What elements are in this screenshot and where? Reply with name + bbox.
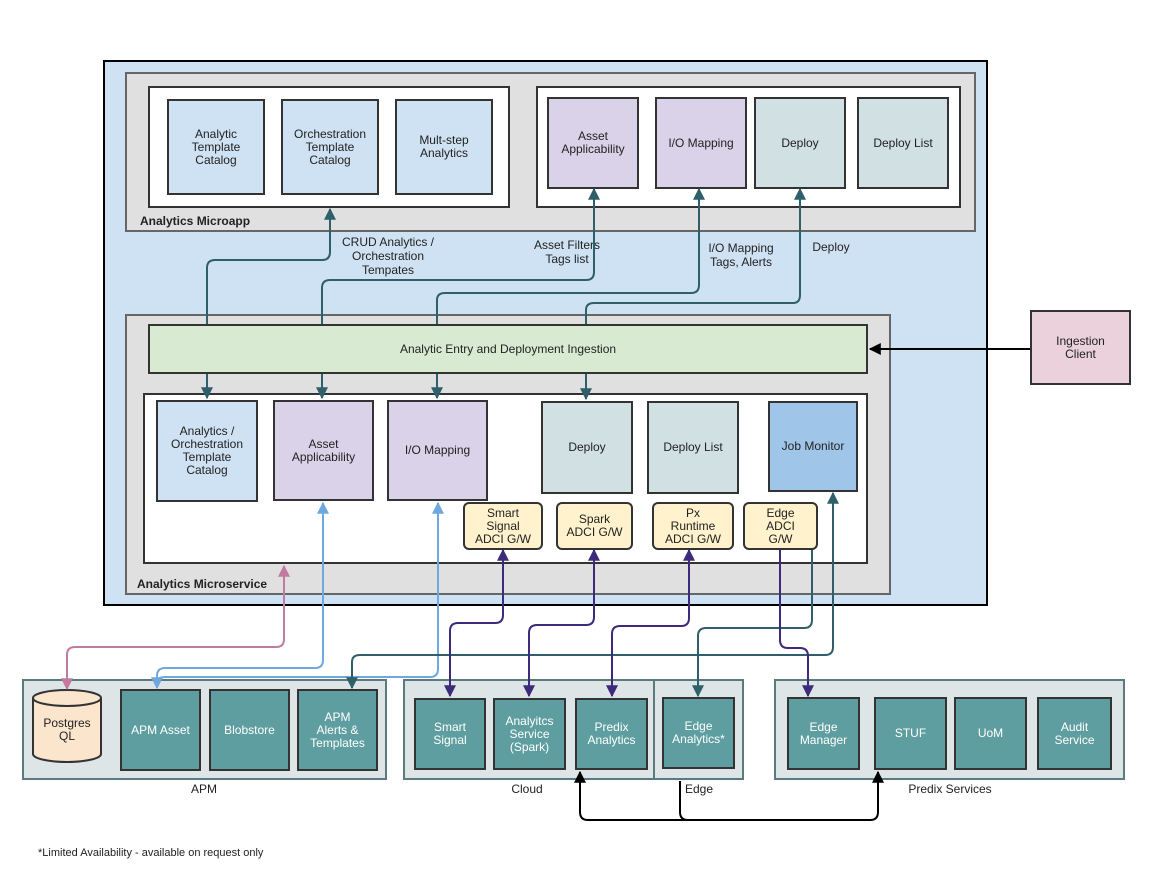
- predix-analytics[interactable]: Predix Analytics: [575, 698, 648, 770]
- predix-services-label: Predix Services: [908, 782, 992, 796]
- asset-filters-flow-label: Asset Filters Tags list: [533, 238, 600, 266]
- analytics-service-spark[interactable]: Analyitcs Service (Spark): [493, 698, 566, 770]
- px-runtime-gateway[interactable]: Px Runtime ADCI G/W: [652, 502, 734, 550]
- ms-job-monitor[interactable]: Job Monitor: [768, 401, 858, 492]
- blobstore[interactable]: Blobstore: [209, 689, 290, 771]
- io-mapping-flow-label: I/O Mapping Tags, Alerts: [708, 241, 774, 269]
- smart-signal[interactable]: Smart Signal: [414, 698, 486, 770]
- multi-step-analytics[interactable]: Mult-step Analytics: [395, 99, 493, 195]
- footnote: *Limited Availability - available on req…: [38, 847, 264, 859]
- edge-manager[interactable]: Edge Manager: [787, 697, 860, 770]
- microapp-io-mapping[interactable]: I/O Mapping: [655, 97, 747, 189]
- ms-io-mapping[interactable]: I/O Mapping: [387, 400, 488, 501]
- smart-signal-gateway[interactable]: Smart Signal ADCI G/W: [463, 502, 543, 550]
- microapp-deploy[interactable]: Deploy: [754, 97, 846, 189]
- microapp-label: Analytics Microapp: [140, 214, 251, 228]
- microapp-deploy-list[interactable]: Deploy List: [857, 97, 949, 189]
- spark-gateway[interactable]: Spark ADCI G/W: [556, 502, 633, 550]
- analytic-template-catalog[interactable]: Analytic Template Catalog: [167, 99, 265, 195]
- audit-service[interactable]: Audit Service: [1037, 697, 1112, 770]
- apm-label: APM: [190, 782, 217, 796]
- microservice-label: Analytics Microservice: [137, 577, 268, 591]
- postgres-db[interactable]: Postgres QL: [43, 716, 91, 743]
- edge-label: Edge: [684, 782, 714, 796]
- uom[interactable]: UoM: [954, 697, 1027, 770]
- apm-alerts-templates[interactable]: APM Alerts & Templates: [297, 689, 378, 771]
- ms-analytics-orchestration-catalog[interactable]: Analytics / Orchestration Template Catal…: [156, 400, 258, 502]
- edge-gateway[interactable]: Edge ADCI G/W: [743, 502, 818, 550]
- deploy-flow-label: Deploy: [812, 240, 850, 254]
- ms-asset-applicability[interactable]: Asset Applicability: [273, 400, 374, 501]
- ms-deploy-list[interactable]: Deploy List: [647, 401, 739, 494]
- microapp-asset-applicability[interactable]: Asset Applicability: [547, 97, 639, 189]
- crud-flow-label: CRUD Analytics / Orchestration Tempates: [341, 235, 435, 277]
- cloud-label: Cloud: [511, 782, 543, 796]
- edge-analytics[interactable]: Edge Analytics*: [662, 697, 735, 769]
- ms-deploy[interactable]: Deploy: [541, 401, 633, 494]
- stuf[interactable]: STUF: [874, 697, 947, 770]
- ingestion-client[interactable]: Ingestion Client: [1030, 310, 1131, 385]
- orchestration-template-catalog[interactable]: Orchestration Template Catalog: [281, 99, 379, 195]
- apm-asset[interactable]: APM Asset: [120, 689, 201, 771]
- analytic-entry-ingestion[interactable]: Analytic Entry and Deployment Ingestion: [148, 324, 868, 374]
